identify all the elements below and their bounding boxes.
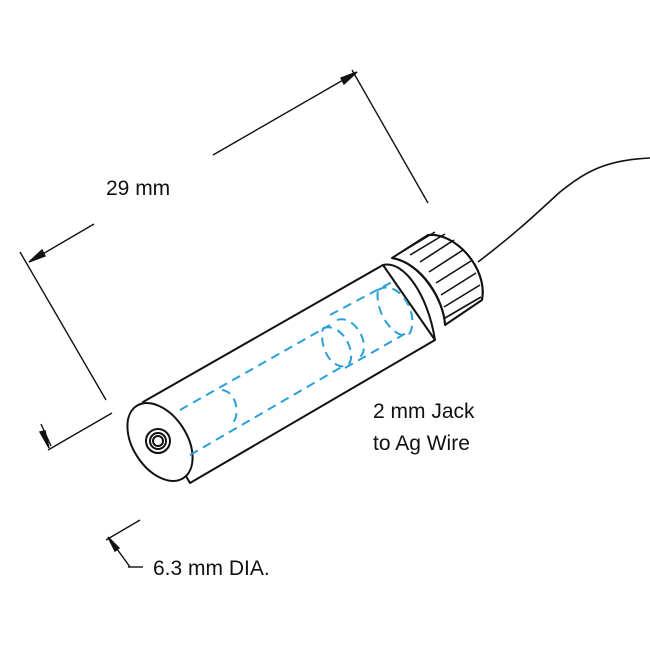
knurl-ridge [428, 249, 464, 273]
knurl-ridge [435, 260, 472, 284]
length-arrowhead-right [340, 71, 358, 86]
tube-rear-edge [382, 263, 436, 341]
jack-socket-inner-ring [152, 435, 164, 447]
diameter-dimension-line-top [47, 412, 113, 451]
knurl-ridge [409, 233, 446, 256]
cap-rear-rim [427, 233, 484, 301]
diameter-dimension [38, 412, 143, 568]
diameter-arrowhead-bottom [107, 536, 121, 553]
rear-chamber-top-line [329, 281, 393, 316]
diameter-arrowhead-top [38, 430, 50, 449]
cap-knurl-ridges [399, 231, 482, 319]
length-dimension [19, 69, 429, 401]
knurl-ridge [444, 296, 482, 319]
diameter-dimension-line-bottom [105, 519, 141, 541]
knurl-ridge [399, 231, 436, 254]
length-extension-line-right [351, 69, 429, 204]
jack-callout-line-2: to Ag Wire [373, 432, 470, 455]
knurl-ridge [419, 239, 455, 263]
length-dimension-line-right [212, 71, 358, 156]
length-arrowhead-left [28, 248, 46, 263]
rear-chamber-ring [376, 286, 414, 336]
inner-bore-top-line [179, 324, 331, 411]
electrode-body [126, 263, 436, 484]
cap-front-rim [391, 257, 446, 326]
knurled-cap [391, 231, 484, 326]
length-label: 29 mm [106, 177, 170, 200]
rear-chamber-bottom-line [344, 331, 409, 369]
knurl-ridge [443, 284, 481, 308]
inner-ring-1 [221, 389, 238, 424]
internal-jack-hidden-lines [179, 281, 414, 456]
jack-callout-line-1: 2 mm Jack [373, 400, 475, 423]
knurl-ridge [440, 272, 477, 296]
inner-ring-2 [321, 326, 353, 368]
silver-wire [477, 157, 650, 263]
diameter-label: 6.3 mm DIA. [153, 557, 270, 580]
inner-ring-3 [336, 318, 366, 358]
length-extension-line-left [19, 251, 107, 401]
